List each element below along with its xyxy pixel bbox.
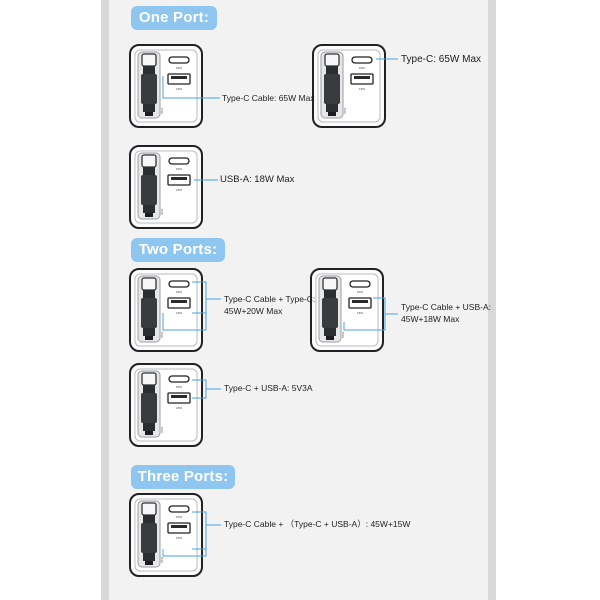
svg-text:18W: 18W: [176, 188, 182, 192]
label-typec-65w: Type-C: 65W Max: [401, 54, 482, 65]
svg-text:65W: 65W: [160, 557, 164, 563]
label-three-ports: Type-C Cable + （Type-C + USB-A）: 45W+15W: [224, 519, 411, 529]
svg-text:65W: 65W: [160, 108, 164, 114]
label-cable-usba-line1: Type-C Cable + USB-A:: [401, 302, 491, 312]
left-divider-bar: [101, 0, 109, 600]
svg-text:65W: 65W: [343, 108, 347, 114]
section-header-two-ports: Two Ports:: [131, 238, 225, 262]
svg-text:65W: 65W: [176, 515, 182, 519]
svg-text:18W: 18W: [176, 536, 182, 540]
svg-text:65W: 65W: [160, 332, 164, 338]
svg-text:18W: 18W: [176, 87, 182, 91]
svg-text:18W: 18W: [176, 406, 182, 410]
charger-illustration: 65W 18W 65W: [129, 363, 203, 447]
charger-illustration: 65W 18W 65W: [129, 145, 203, 229]
svg-text:65W: 65W: [341, 332, 345, 338]
svg-text:65W: 65W: [160, 209, 164, 215]
label-cable-typec-line2: 45W+20W Max: [224, 306, 283, 316]
charger-illustration: 65W 18W 65W: [310, 268, 384, 352]
label-cable-usba-line2: 45W+18W Max: [401, 314, 460, 324]
svg-text:65W: 65W: [176, 385, 182, 389]
label-typec-cable-65w: Type-C Cable: 65W Max: [222, 93, 315, 103]
charger-device-typec: 65W 18W 65W: [312, 44, 386, 128]
svg-text:65W: 65W: [359, 66, 365, 70]
right-divider-bar: [488, 0, 496, 600]
svg-text:18W: 18W: [357, 311, 363, 315]
charger-device-cable-only: 65W 18W 65W: [129, 44, 203, 128]
svg-text:18W: 18W: [359, 87, 365, 91]
svg-text:65W: 65W: [160, 427, 164, 433]
charger-illustration: 65W 18W 65W: [129, 268, 203, 352]
charger-device-usba: 65W 18W 65W: [129, 145, 203, 229]
charger-illustration: 65W 18W 65W: [129, 44, 203, 128]
svg-text:65W: 65W: [357, 290, 363, 294]
charger-illustration: 65W 18W 65W: [312, 44, 386, 128]
charger-device-cable-typec: 65W 18W 65W: [129, 268, 203, 352]
svg-text:18W: 18W: [176, 311, 182, 315]
section-header-three-ports: Three Ports:: [131, 465, 235, 489]
label-usba-18w: USB-A: 18W Max: [220, 174, 295, 185]
label-typec-usba: Type-C + USB-A: 5V3A: [224, 383, 313, 393]
charger-device-cable-usba: 65W 18W 65W: [310, 268, 384, 352]
svg-text:65W: 65W: [176, 66, 182, 70]
charger-device-typec-usba: 65W 18W 65W: [129, 363, 203, 447]
section-header-one-port: One Port:: [131, 6, 217, 30]
svg-text:65W: 65W: [176, 167, 182, 171]
label-cable-typec-line1: Type-C Cable + Type-C:: [224, 294, 316, 304]
svg-text:65W: 65W: [176, 290, 182, 294]
